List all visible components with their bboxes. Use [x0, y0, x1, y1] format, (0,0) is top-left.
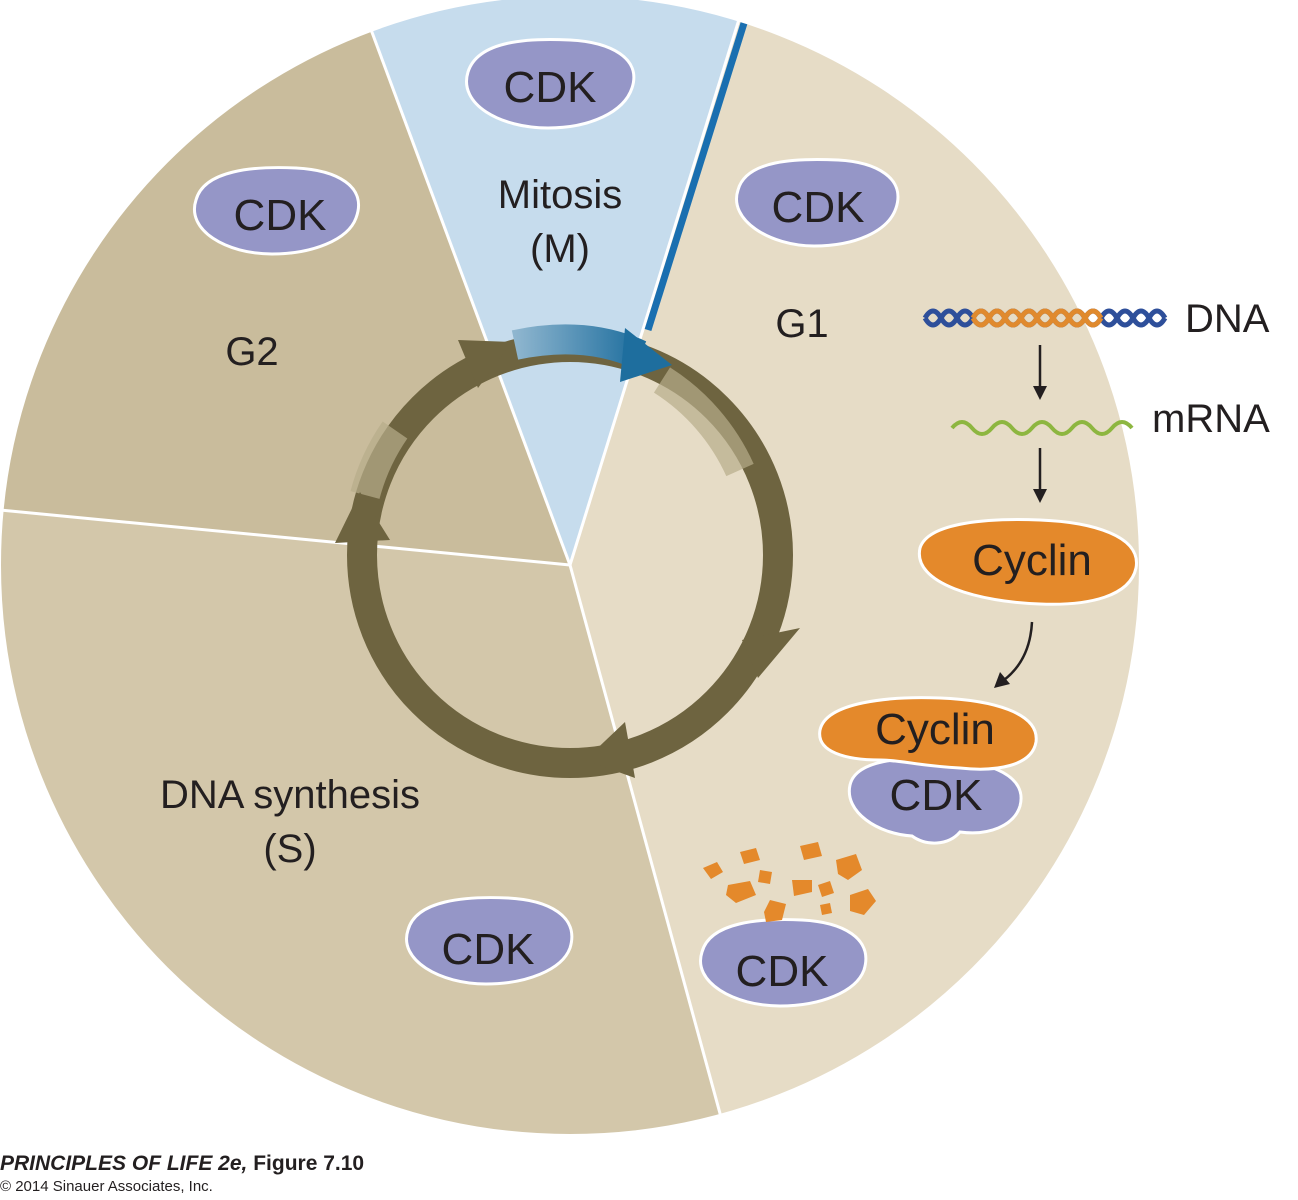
- cycle-arrows: [335, 324, 800, 778]
- g1-sector: [570, 0, 1140, 1135]
- mitosis-abbr: (M): [530, 227, 590, 271]
- down-arrow-icon: [1033, 448, 1047, 503]
- svg-text:CDK: CDK: [504, 63, 597, 112]
- cdk-molecule-mitosis: CDK: [465, 37, 636, 130]
- caption-figure: Figure 7.10: [253, 1152, 365, 1175]
- figure-caption: PRINCIPLES OF LIFE 2e, Figure 7.10: [0, 1152, 364, 1176]
- arrowhead: [585, 722, 635, 778]
- svg-text:CDK: CDK: [772, 183, 865, 232]
- mrna-strand-icon: [950, 420, 1134, 436]
- cell-cycle-diagram: Mitosis (M) G2 G1 DNA synthesis (S) CDK …: [0, 0, 1270, 1136]
- cdk-molecule-g1: CDK: [735, 157, 900, 248]
- svg-text:CDK: CDK: [890, 771, 983, 820]
- dna-label: DNA: [1185, 297, 1270, 341]
- svg-text:CDK: CDK: [234, 191, 327, 240]
- boundary-line: [568, 0, 747, 566]
- degraded-cyclin-fragments: [703, 842, 876, 922]
- mitosis-sector: [360, 0, 745, 565]
- caption-book: PRINCIPLES OF LIFE 2e,: [0, 1152, 248, 1175]
- g1-label: G1: [775, 302, 828, 346]
- s-label: DNA synthesis: [160, 773, 420, 817]
- cdk-molecule-s: CDK: [405, 896, 574, 986]
- s-abbr: (S): [263, 827, 316, 871]
- arrowhead: [458, 340, 512, 388]
- g2-label: G2: [225, 330, 278, 374]
- svg-text:CDK: CDK: [736, 947, 829, 996]
- mrna-label: mRNA: [1152, 397, 1270, 441]
- boundary-line: [358, 0, 572, 566]
- cyclin-cdk-complex: Cyclin CDK: [818, 696, 1038, 845]
- boundary-line: [0, 508, 571, 567]
- down-arrow-icon: [1033, 345, 1047, 400]
- arrowhead: [335, 492, 390, 543]
- svg-text:Cyclin: Cyclin: [972, 536, 1092, 585]
- svg-text:Cyclin: Cyclin: [875, 705, 995, 754]
- svg-text:CDK: CDK: [442, 925, 535, 974]
- boundary-line: [568, 564, 732, 1135]
- arrowhead: [742, 628, 800, 678]
- mitosis-g1-boundary: [644, 18, 749, 332]
- curved-arrow-icon: [994, 621, 1034, 688]
- cdk-molecule-free: CDK: [699, 918, 868, 1008]
- cdk-molecule-g2: CDK: [193, 166, 360, 256]
- mitosis-arrow: [511, 324, 647, 369]
- dna-helix-icon: [922, 308, 1168, 328]
- cyclin-molecule: Cyclin: [917, 518, 1138, 606]
- arrowhead: [620, 328, 672, 382]
- mitosis-label: Mitosis: [498, 173, 622, 217]
- copyright-notice: © 2014 Sinauer Associates, Inc.: [0, 1178, 213, 1195]
